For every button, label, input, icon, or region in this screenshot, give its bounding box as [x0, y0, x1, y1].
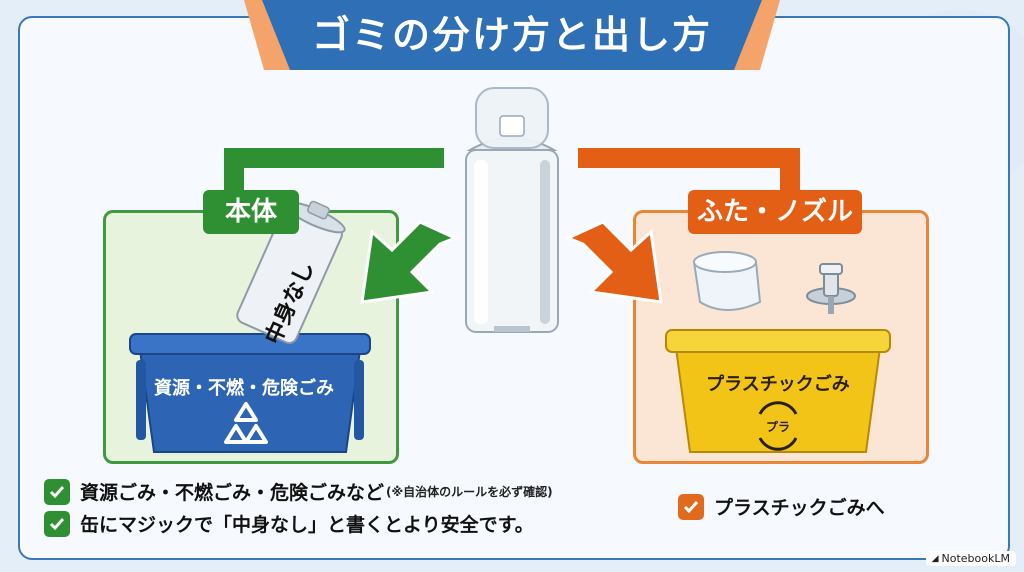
yellow-bin-icon	[665, 329, 891, 453]
note-item-1-caution: (※自治体のルールを必ず確認)	[386, 485, 553, 499]
green-check-icon	[44, 478, 70, 505]
orange-arrow-icon	[564, 220, 663, 304]
green-connector-line	[224, 148, 444, 196]
note-item-3-text: プラスチックごみへ	[714, 497, 885, 519]
page-title: ゴミの分け方と出し方	[311, 13, 712, 57]
watermark-badge: ◢ NotebookLM	[925, 551, 1016, 566]
blue-bin-icon	[129, 333, 371, 453]
blue-bin-label: 資源・不燃・危険ごみ	[154, 378, 334, 399]
green-check-icon	[44, 510, 70, 537]
green-arrow-icon	[360, 220, 459, 304]
title-banner: ゴミの分け方と出し方	[244, 0, 780, 70]
plastic-mark-label: プラ	[766, 420, 791, 434]
nozzle-icon	[806, 263, 856, 314]
note-item-1: 資源ごみ・不燃ごみ・危険ごみなど (※自治体のルールを必ず確認)	[44, 478, 553, 505]
recycle-icon	[224, 402, 268, 444]
empty-can-icon	[236, 200, 346, 344]
note-item-3: プラスチックごみへ	[678, 493, 885, 520]
note-item-2: 缶にマジックで「中身なし」と書くとより安全です。	[44, 510, 534, 537]
yellow-bin-label: プラスチックごみ	[706, 374, 850, 395]
note-item-2-text: 缶にマジックで「中身なし」と書くとより安全です。	[80, 514, 534, 536]
body-tag: 本体	[203, 190, 299, 234]
spray-can-icon	[465, 87, 559, 333]
cap-icon	[692, 251, 762, 311]
plastic-recycle-mark-icon	[758, 401, 798, 451]
note-item-1-text: 資源ごみ・不燃ごみ・危険ごみなど	[80, 482, 385, 504]
cap-nozzle-tag: ふた・ノズル	[688, 190, 862, 234]
orange-check-icon	[678, 493, 704, 520]
watermark-text: NotebookLM	[941, 552, 1010, 565]
notebooklm-logo-icon: ◢	[931, 553, 939, 564]
orange-connector-line	[578, 148, 800, 196]
